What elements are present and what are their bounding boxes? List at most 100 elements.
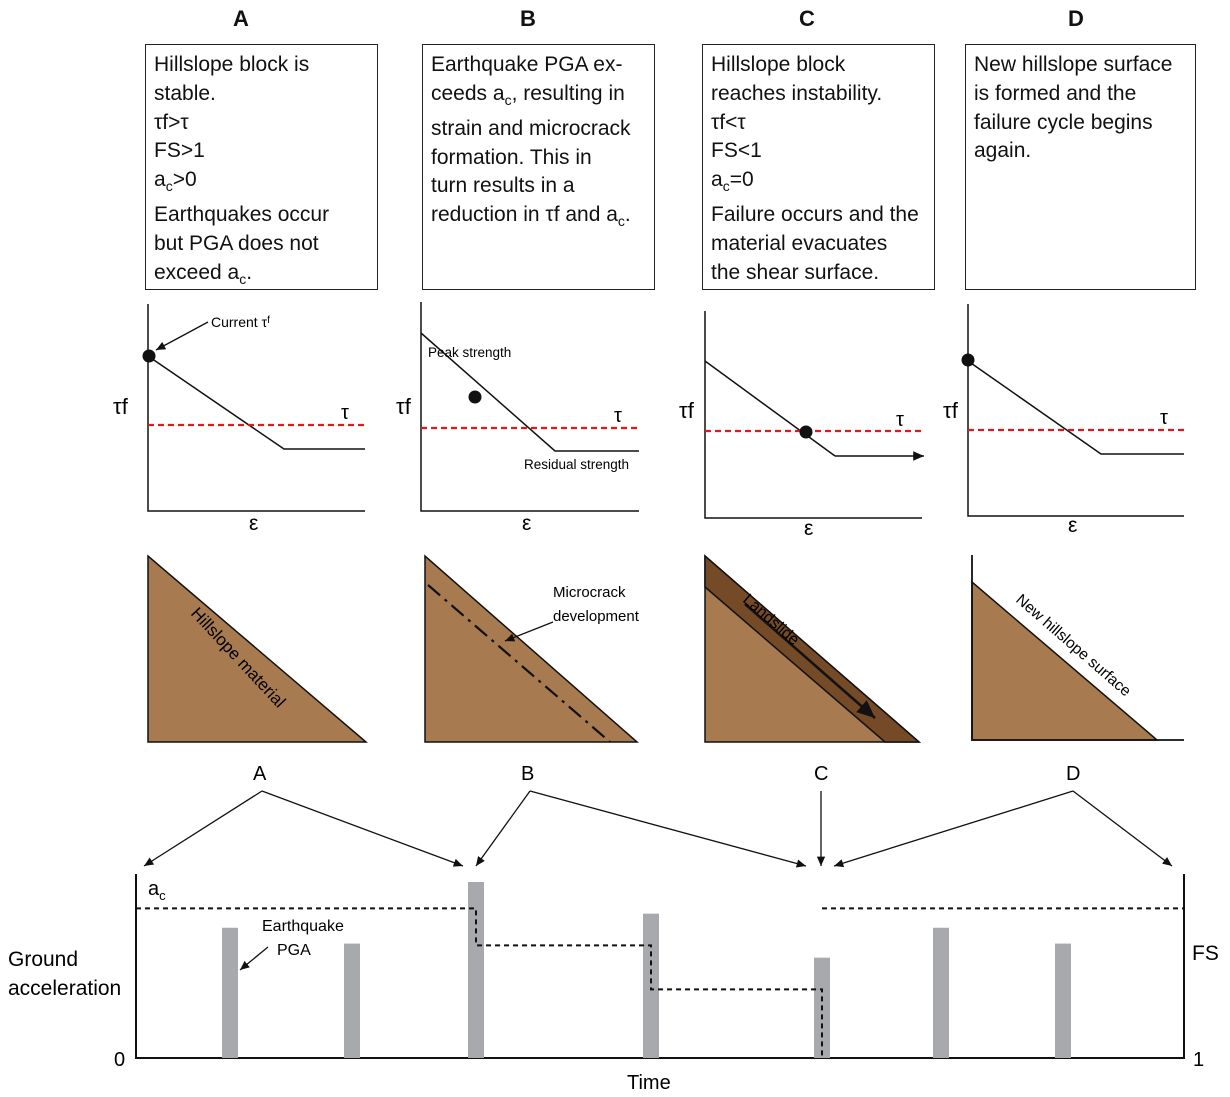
y-axis-label: τf xyxy=(679,398,695,423)
ground-line xyxy=(971,555,1184,741)
pga-bar xyxy=(933,927,949,1058)
timeline-axes xyxy=(135,874,1185,1059)
pointer-arrow xyxy=(143,790,263,867)
y-right-one: 1 xyxy=(1193,1049,1204,1071)
tau-label: τ xyxy=(614,405,622,427)
text-line: formation. This in xyxy=(431,145,592,169)
text-line: failure cycle begins xyxy=(974,110,1153,134)
microcrack-label-1: Microcrack xyxy=(553,584,626,601)
text-line: ac=0 xyxy=(711,168,754,195)
tau-label: τ xyxy=(1160,407,1168,429)
text-line: FS<1 xyxy=(711,139,762,163)
y-right-label: FS xyxy=(1192,942,1219,965)
strength-curve xyxy=(704,360,836,457)
text-line: again. xyxy=(974,139,1032,163)
x-axis-label: ε xyxy=(249,512,258,535)
text-line: but PGA does not xyxy=(154,231,319,255)
plot-axes xyxy=(420,302,639,512)
microcrack-pointer xyxy=(504,621,554,642)
current-state-dot xyxy=(799,425,813,439)
ac-threshold-line xyxy=(136,907,1184,1058)
text-line: τf>τ xyxy=(154,110,189,134)
text-line: the shear surface. xyxy=(711,260,880,284)
plot-axes xyxy=(967,304,1184,517)
x-axis-label: ε xyxy=(522,512,531,535)
y-left-zero: 0 xyxy=(114,1049,125,1071)
text-line: τf<τ xyxy=(711,110,746,134)
plot-axes xyxy=(147,304,365,512)
text-line: strain and microcrack xyxy=(431,116,631,140)
microcrack-line xyxy=(427,584,611,743)
panel-title-d: D xyxy=(1068,6,1084,31)
x-axis-label: Time xyxy=(627,1072,671,1094)
stage-label-a: A xyxy=(253,763,267,785)
tau-label: τ xyxy=(341,402,349,424)
pga-bar xyxy=(1055,943,1071,1058)
pointer-arrow xyxy=(475,790,531,867)
current-state-dot xyxy=(142,349,156,363)
stage-label-b: B xyxy=(521,763,534,785)
text-line: material evacuates xyxy=(711,231,888,255)
hillslope-block-c: Landslide xyxy=(704,554,922,743)
strength-plot-a: Current τf τf τ ε xyxy=(113,304,368,535)
strength-plot-b: Peak strength Residual strength τf τ ε xyxy=(396,302,639,535)
hillslope-block-a: Hillslope material xyxy=(147,554,369,743)
pointer-arrow xyxy=(529,790,807,868)
pga-label-2: PGA xyxy=(277,942,311,959)
text-line: Earthquake PGA ex- xyxy=(431,53,623,76)
strength-curve xyxy=(147,355,365,450)
strength-plot-d: τf τ ε xyxy=(943,304,1184,537)
text-line: Hillslope block xyxy=(711,53,846,76)
text-line: ac>0 xyxy=(154,168,197,195)
description-box-a: Hillslope block is stable. τf>τ FS>1 ac>… xyxy=(145,44,378,290)
description-box-c: Hillslope block reaches instability. τf<… xyxy=(702,44,935,290)
text-line: turn results in a xyxy=(431,174,575,198)
text-line: reduction in τf and ac. xyxy=(431,203,631,230)
y-axis-label: τf xyxy=(943,398,959,423)
panel-title-b: B xyxy=(520,6,536,31)
pga-label-1: Earthquake xyxy=(262,918,344,935)
text-line: exceed ac. xyxy=(154,260,253,287)
residual-strength-label: Residual strength xyxy=(524,457,629,472)
y-left-label-2: acceleration xyxy=(8,977,121,1000)
hillslope-material xyxy=(971,580,1160,741)
landslide-arrow xyxy=(744,603,876,719)
current-tau-f-arrow xyxy=(155,321,209,351)
pga-bar xyxy=(468,882,484,1058)
panel-title-c: C xyxy=(799,6,815,31)
text-line: FS>1 xyxy=(154,139,205,163)
strength-plot-c: τf τ ε xyxy=(679,311,924,540)
description-box-b: Earthquake PGA ex- ceeds ac, resulting i… xyxy=(422,44,655,290)
current-state-dot xyxy=(961,353,975,367)
pga-bar xyxy=(222,927,238,1058)
text-line: New hillslope surface xyxy=(974,53,1173,76)
landslide-layer xyxy=(704,554,922,743)
plot-axes xyxy=(704,311,922,519)
text-line: Hillslope block is xyxy=(154,53,310,76)
y-axis-label: τf xyxy=(396,394,412,419)
text-line: reaches instability. xyxy=(711,81,883,105)
hillslope-material xyxy=(147,554,369,743)
x-axis-label: ε xyxy=(804,517,813,540)
stage-pointers: A B C D xyxy=(143,763,1173,868)
microcrack-label-2: development xyxy=(553,608,640,625)
hillslope-material xyxy=(424,554,639,743)
strength-curve xyxy=(967,360,1184,455)
y-left-label-1: Ground xyxy=(8,948,78,971)
y-axis-label: τf xyxy=(113,394,129,419)
strength-curve xyxy=(420,332,639,452)
tau-label: τ xyxy=(896,409,904,431)
panel-title-a: A xyxy=(233,6,249,31)
pointer-arrow xyxy=(261,790,464,867)
ac-line-before-failure xyxy=(136,907,823,1058)
peak-strength-label: Peak strength xyxy=(428,345,511,360)
text-line: is formed and the xyxy=(974,81,1137,105)
pointer-arrow xyxy=(1072,790,1173,867)
ac-label: ac xyxy=(148,878,166,903)
current-state-dot xyxy=(468,390,482,404)
text-line: ceeds ac, resulting in xyxy=(431,81,625,108)
stage-label-c: C xyxy=(814,763,828,785)
pga-bar xyxy=(344,943,360,1058)
stage-label-d: D xyxy=(1066,763,1080,785)
current-tau-f-label: Current τf xyxy=(211,314,270,330)
